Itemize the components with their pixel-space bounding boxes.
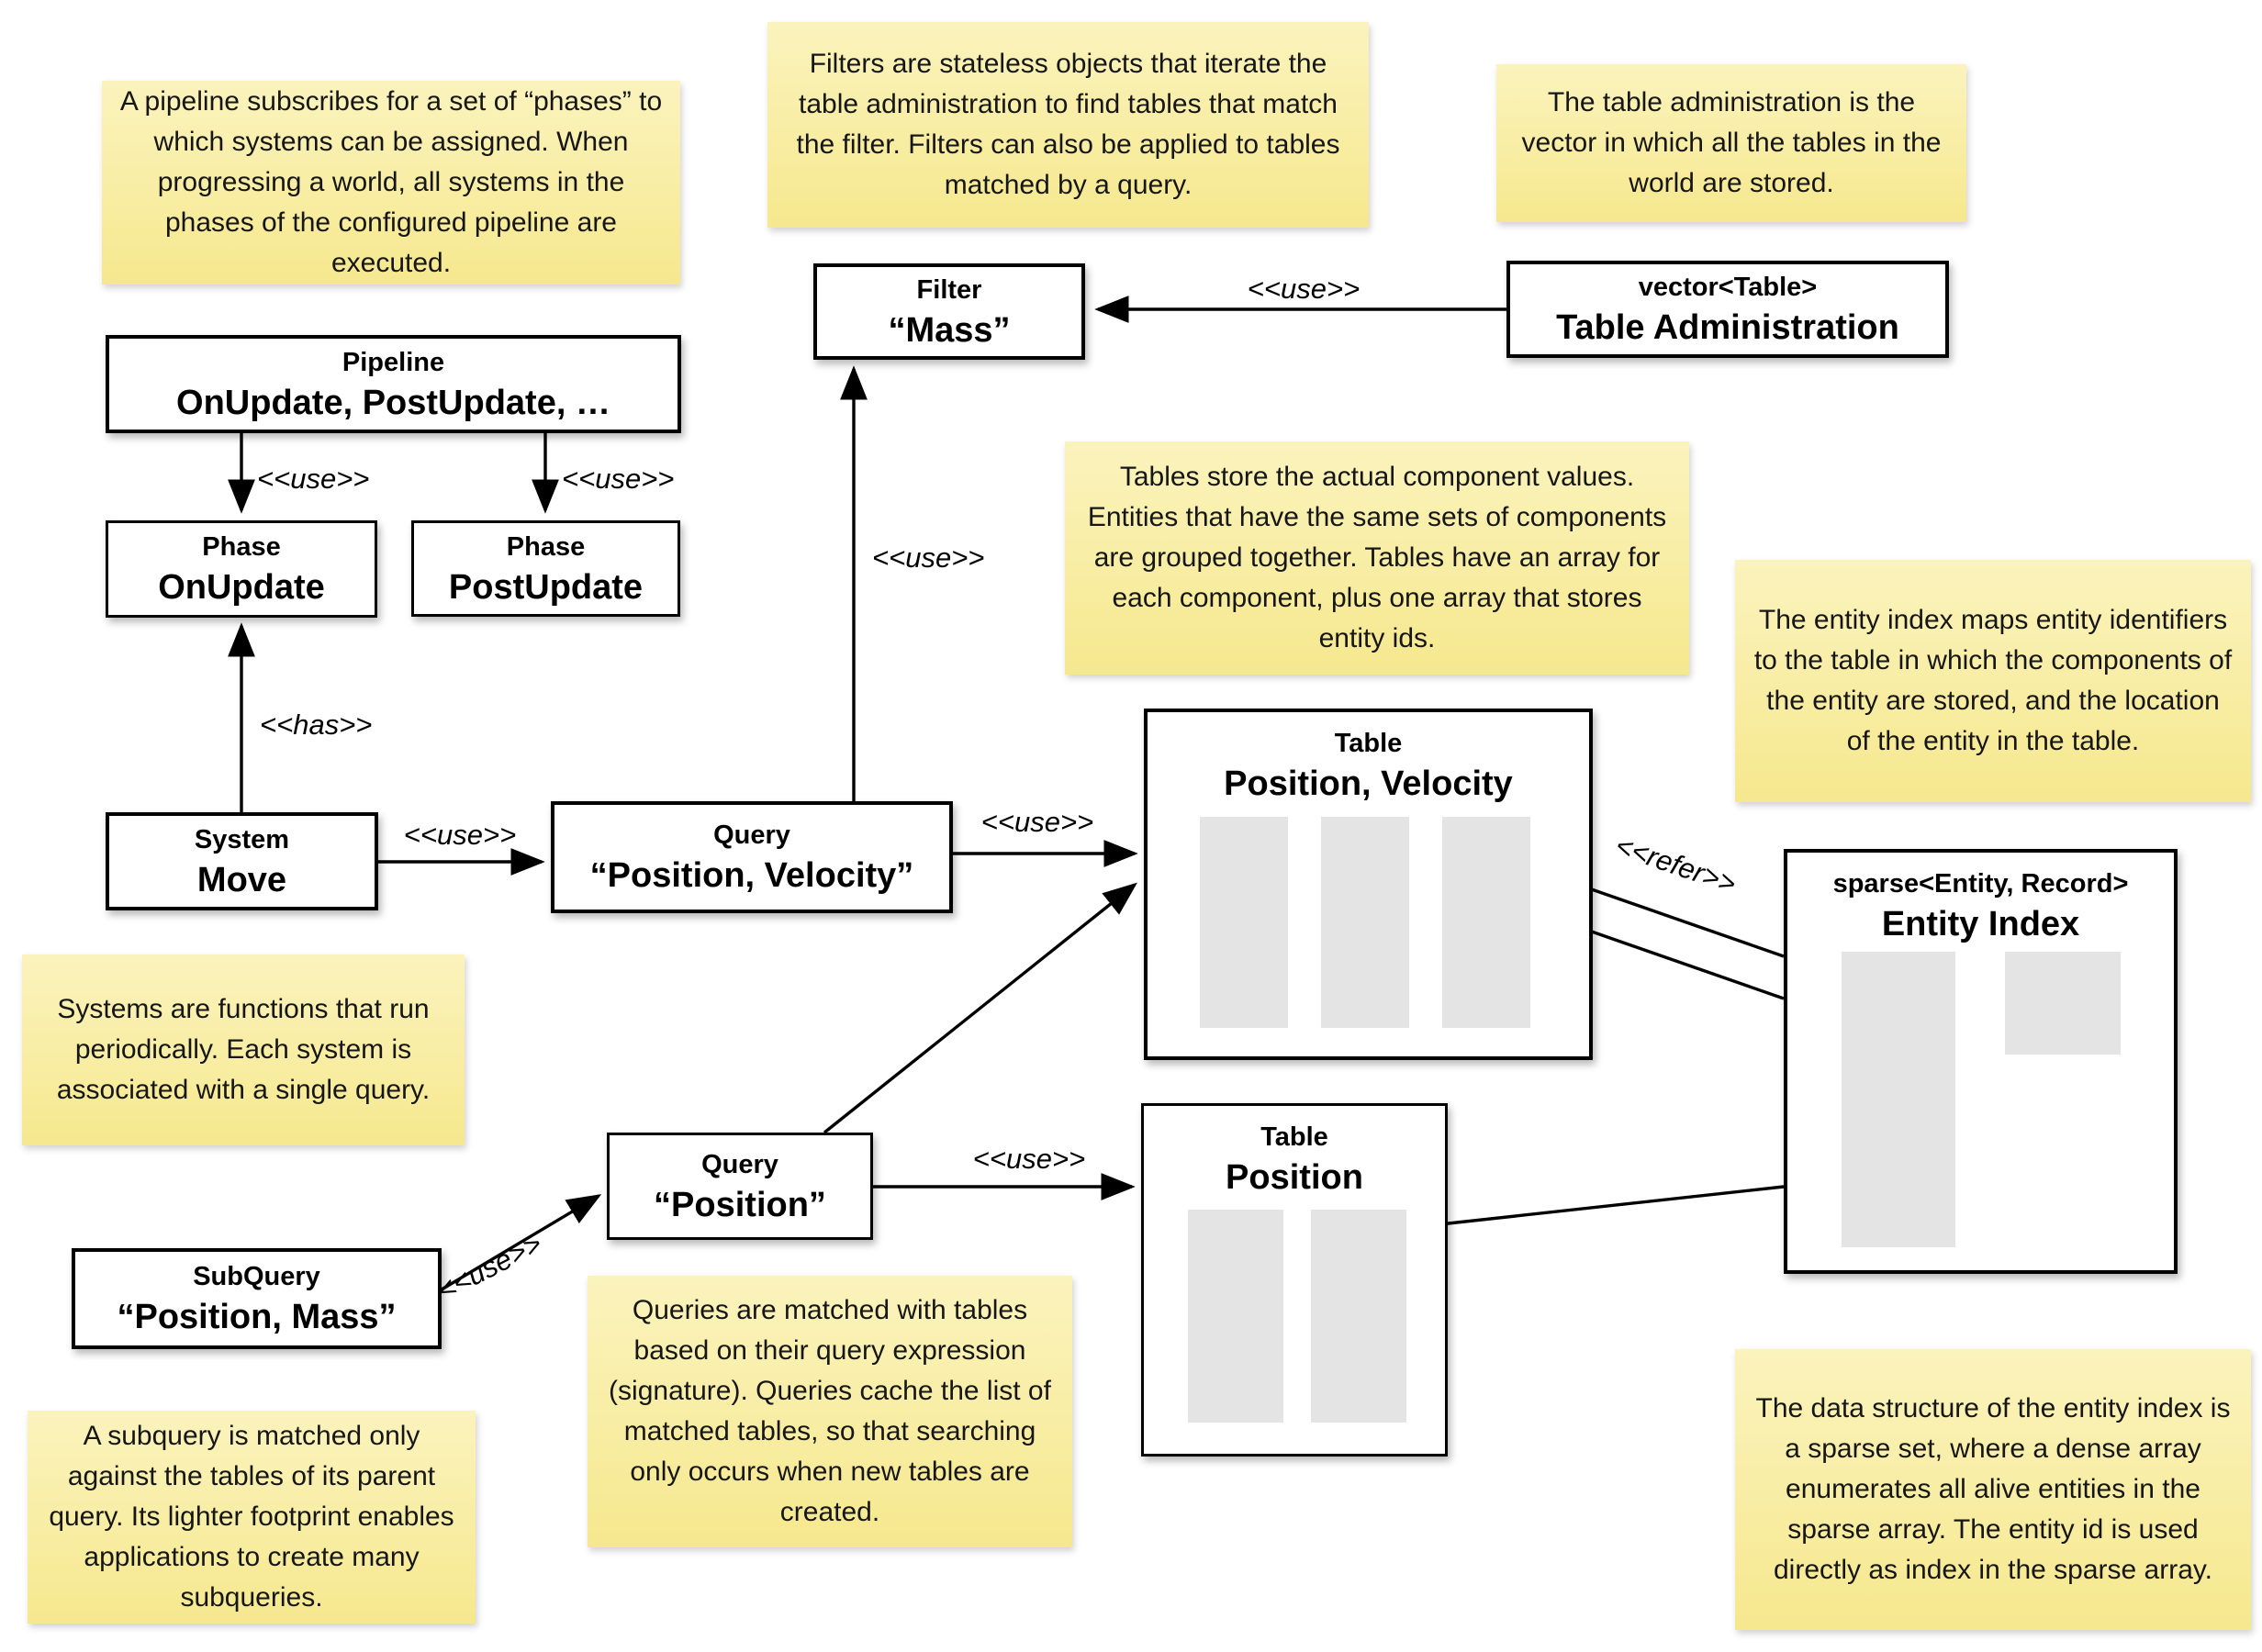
note-text: A subquery is matched only against the t… xyxy=(49,1421,454,1613)
node-pipeline: Pipeline OnUpdate, PostUpdate, … xyxy=(106,335,681,433)
edge-label-has: <<has>> xyxy=(260,709,372,741)
note-pipeline: A pipeline subscribes for a set of “phas… xyxy=(102,81,680,285)
note-text: The entity index maps entity identifiers… xyxy=(1753,605,2233,756)
note-text: A pipeline subscribes for a set of “phas… xyxy=(119,86,663,278)
note-filters: Filters are stateless objects that itera… xyxy=(767,22,1369,228)
node-name: “Position, Velocity” xyxy=(589,856,914,895)
edge-label-use: <<use>> xyxy=(1248,273,1360,305)
note-text: Queries are matched with tables based on… xyxy=(609,1295,1051,1527)
node-name: “Position, Mass” xyxy=(117,1298,397,1336)
node-type: Table xyxy=(1334,729,1403,758)
node-table-administration: vector<Table> Table Administration xyxy=(1506,261,1949,358)
node-type: System xyxy=(194,824,290,854)
node-type: vector<Table> xyxy=(1638,273,1818,302)
note-text: The table administration is the vector i… xyxy=(1521,87,1942,198)
node-type: SubQuery xyxy=(193,1262,320,1291)
edge-label-use: <<use>> xyxy=(432,1227,547,1307)
edge-label-use: <<use>> xyxy=(981,806,1093,838)
node-name: OnUpdate, PostUpdate, … xyxy=(176,383,610,422)
node-type: Phase xyxy=(506,531,586,562)
note-entity-index: The entity index maps entity identifiers… xyxy=(1735,560,2251,802)
node-name: “Position” xyxy=(654,1185,826,1224)
node-name: “Mass” xyxy=(888,310,1011,350)
edge-label-use: <<use>> xyxy=(562,463,674,495)
node-type: sparse<Entity, Record> xyxy=(1832,869,2129,899)
note-text: Filters are stateless objects that itera… xyxy=(796,49,1340,200)
edge-label-refer: <<refer>> xyxy=(1611,829,1740,899)
note-tables: Tables store the actual component values… xyxy=(1065,441,1689,675)
edge-label-use: <<use>> xyxy=(257,463,369,495)
node-type: Filter xyxy=(916,274,982,305)
node-query-position-velocity: Query “Position, Velocity” xyxy=(551,801,953,913)
component-array xyxy=(1200,817,1288,1028)
note-sparse-set: The data structure of the entity index i… xyxy=(1735,1349,2251,1630)
edge-label-use: <<use>> xyxy=(872,541,984,574)
node-type: Query xyxy=(701,1149,778,1179)
node-type: Pipeline xyxy=(342,347,445,377)
node-system-move: System Move xyxy=(106,812,378,910)
edge-label-use: <<use>> xyxy=(973,1143,1085,1175)
entity-id-array xyxy=(1442,817,1530,1028)
node-type: Phase xyxy=(202,532,281,562)
node-name: Table Administration xyxy=(1556,308,1899,347)
node-name: OnUpdate xyxy=(158,568,325,607)
edge-label-use: <<use>> xyxy=(404,819,516,851)
node-name: Position xyxy=(1226,1158,1363,1197)
component-array xyxy=(1188,1210,1283,1423)
note-text: Tables store the actual component values… xyxy=(1087,462,1667,653)
component-array xyxy=(1321,817,1409,1028)
note-table-administration: The table administration is the vector i… xyxy=(1496,64,1966,222)
node-subquery-position-mass: SubQuery “Position, Mass” xyxy=(72,1248,442,1349)
node-name: PostUpdate xyxy=(448,567,644,607)
note-queries: Queries are matched with tables based on… xyxy=(588,1276,1072,1547)
node-phase-onupdate: Phase OnUpdate xyxy=(106,520,377,618)
note-systems: Systems are functions that run periodica… xyxy=(22,954,465,1145)
entity-id-array xyxy=(1311,1210,1406,1423)
dense-array xyxy=(2005,952,2121,1055)
node-name: Entity Index xyxy=(1881,905,2080,943)
note-subquery: A subquery is matched only against the t… xyxy=(28,1411,476,1624)
arrow-queryp-to-tablepv xyxy=(823,882,1137,1134)
arrow-subquery-to-queryp xyxy=(441,1194,602,1291)
note-text: Systems are functions that run periodica… xyxy=(56,994,431,1105)
node-name: Move xyxy=(196,860,287,899)
sparse-array xyxy=(1842,952,1955,1247)
node-phase-postupdate: Phase PostUpdate xyxy=(411,520,680,617)
node-type: Query xyxy=(713,820,790,850)
node-query-position: Query “Position” xyxy=(607,1133,873,1240)
node-name: Position, Velocity xyxy=(1224,765,1513,803)
arrow-entityindex-to-tablep xyxy=(1403,1185,1785,1239)
note-text: The data structure of the entity index i… xyxy=(1755,1393,2231,1585)
node-filter-mass: Filter “Mass” xyxy=(813,263,1085,360)
node-type: Table xyxy=(1260,1122,1328,1152)
